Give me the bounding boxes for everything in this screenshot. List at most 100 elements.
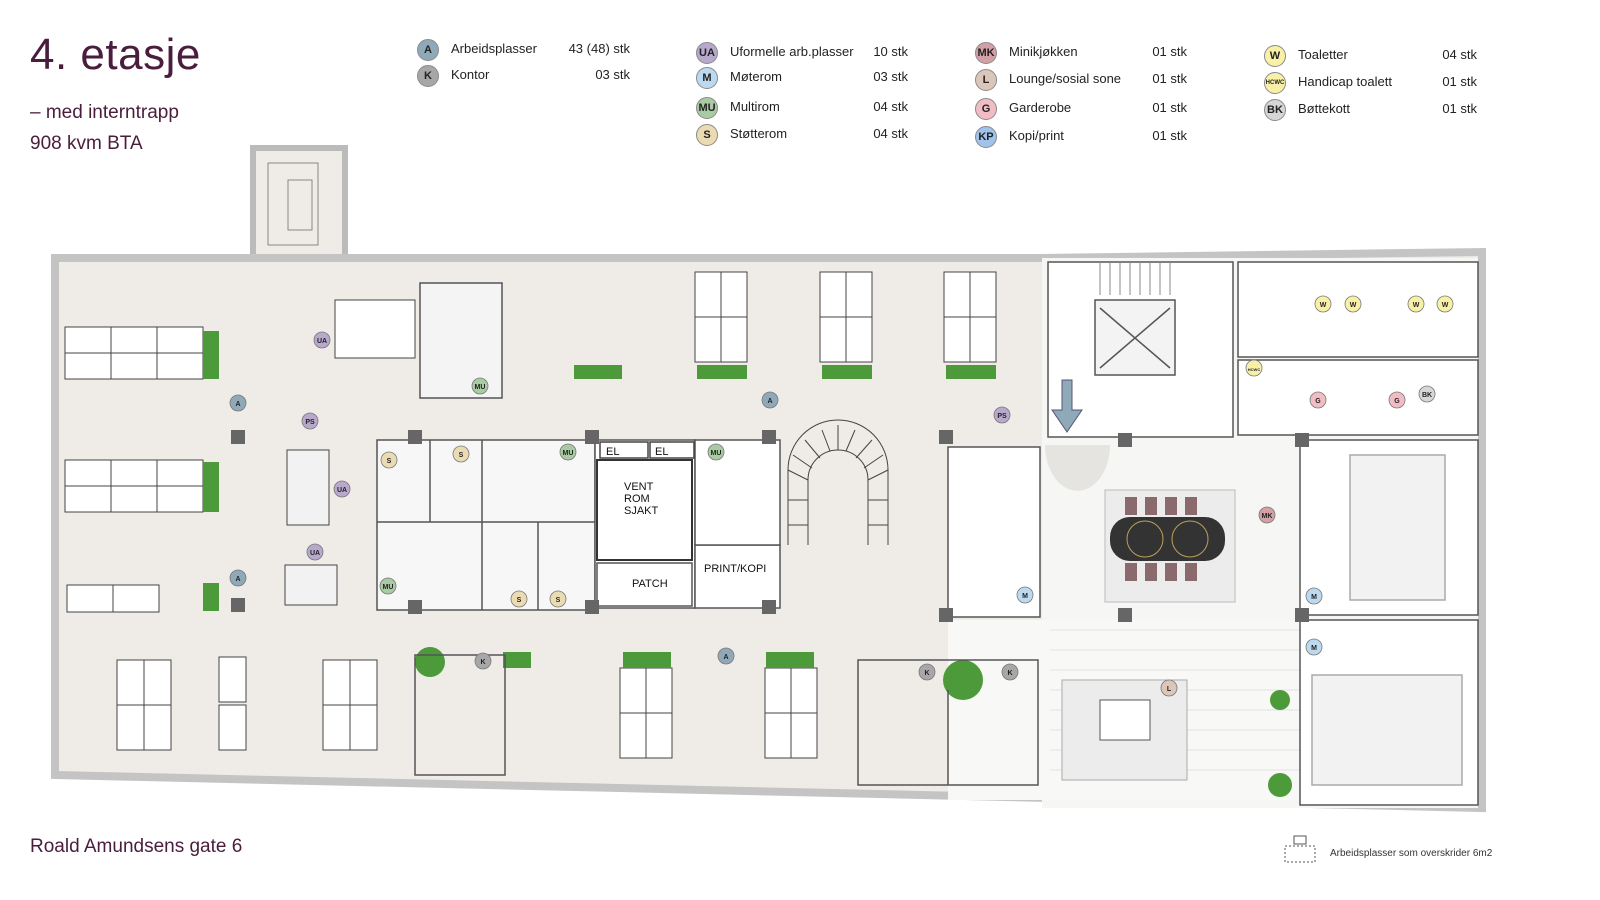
legend-count: 01 stk [1152, 71, 1187, 86]
marker-w: W [1436, 295, 1454, 313]
desk [720, 316, 748, 363]
marker-w: W [1344, 295, 1362, 313]
plant-bed [697, 365, 747, 379]
legend-label: Kontor [451, 67, 490, 82]
svg-text:BK: BK [1422, 392, 1432, 399]
svg-text:M: M [1022, 593, 1028, 600]
marker-mu: MU [471, 377, 489, 395]
patch-label: PATCH [632, 578, 668, 590]
desk [720, 271, 748, 318]
marker-hcwc: HCWC [1245, 359, 1263, 377]
svg-text:G: G [1315, 398, 1321, 405]
page-title: 4. etasje [30, 30, 201, 79]
desk [218, 656, 247, 703]
marker-w: W [1407, 295, 1425, 313]
column [1295, 608, 1309, 622]
lobby-semicircle [1045, 445, 1110, 491]
desk [322, 659, 351, 706]
core-rooms [376, 282, 1041, 618]
stair-tower [250, 145, 348, 271]
stair-core [1047, 261, 1479, 438]
legend-badge: A [417, 39, 439, 61]
svg-text:S: S [387, 458, 392, 465]
svg-text:UA: UA [337, 487, 347, 494]
plant-bed [623, 652, 671, 668]
desk [764, 667, 792, 714]
svg-text:S: S [517, 597, 522, 604]
legend-count: 04 stk [873, 126, 908, 141]
column [1118, 608, 1132, 622]
legend-count: 01 stk [1442, 101, 1477, 116]
legend-count: 01 stk [1152, 128, 1187, 143]
desk [845, 271, 873, 318]
legend-count: 04 stk [873, 99, 908, 114]
footer-note: Arbeidsplasser som overskrider 6m2 [1330, 848, 1493, 859]
marker-bk: BK [1418, 385, 1436, 403]
column [585, 600, 599, 614]
plant-bed [203, 462, 219, 512]
marker-a: A [229, 394, 247, 412]
column [939, 430, 953, 444]
legend-label: Toaletter [1298, 47, 1348, 62]
marker-a: A [761, 391, 779, 409]
svg-text:M: M [1311, 594, 1317, 601]
marker-mu: MU [559, 443, 577, 461]
legend-badge: M [696, 67, 718, 89]
desk [110, 485, 158, 513]
column [408, 600, 422, 614]
desk [969, 271, 997, 318]
plant-bed [574, 365, 622, 379]
desk [334, 299, 416, 359]
desk [819, 316, 847, 363]
legend-badge: K [417, 65, 439, 87]
vent-label-1: VENT [624, 481, 654, 493]
svg-text:MU: MU [711, 450, 722, 457]
svg-text:L: L [1167, 686, 1172, 693]
legend-badge: W [1264, 45, 1286, 67]
stair-steps [1099, 262, 1171, 295]
desk [143, 659, 172, 706]
legend-badge: S [696, 124, 718, 146]
legend-badge: HCWC [1264, 72, 1286, 94]
desk [64, 326, 112, 354]
legend-count: 03 stk [595, 67, 630, 82]
svg-text:W: W [1413, 302, 1420, 309]
svg-text:UA: UA [317, 338, 327, 345]
el-rooms [599, 441, 695, 459]
svg-text:PS: PS [305, 419, 315, 426]
desk [64, 459, 112, 487]
meeting-rooms [1299, 439, 1479, 806]
legend-label: Lounge/sosial sone [1009, 71, 1122, 86]
column [762, 430, 776, 444]
column [585, 430, 599, 444]
legend-label: Arbeidsplasser [451, 41, 537, 56]
svg-text:S: S [556, 597, 561, 604]
svg-text:K: K [924, 670, 929, 677]
svg-text:A: A [723, 654, 728, 661]
legend-badge: KP [975, 126, 997, 148]
plant-bed [503, 652, 531, 668]
vent-label-2: ROM [624, 493, 650, 505]
marker-m: M [1305, 587, 1323, 605]
column [762, 600, 776, 614]
plant [1268, 773, 1292, 797]
floor-area: 908 kvm BTA [30, 133, 143, 154]
marker-ua: UA [333, 480, 351, 498]
column [231, 430, 245, 444]
offices [414, 654, 1039, 786]
desk [645, 667, 673, 714]
svg-text:MK: MK [1262, 513, 1273, 520]
column [231, 598, 245, 612]
svg-text:A: A [767, 398, 772, 405]
marker-m: M [1305, 638, 1323, 656]
desk [284, 564, 338, 606]
